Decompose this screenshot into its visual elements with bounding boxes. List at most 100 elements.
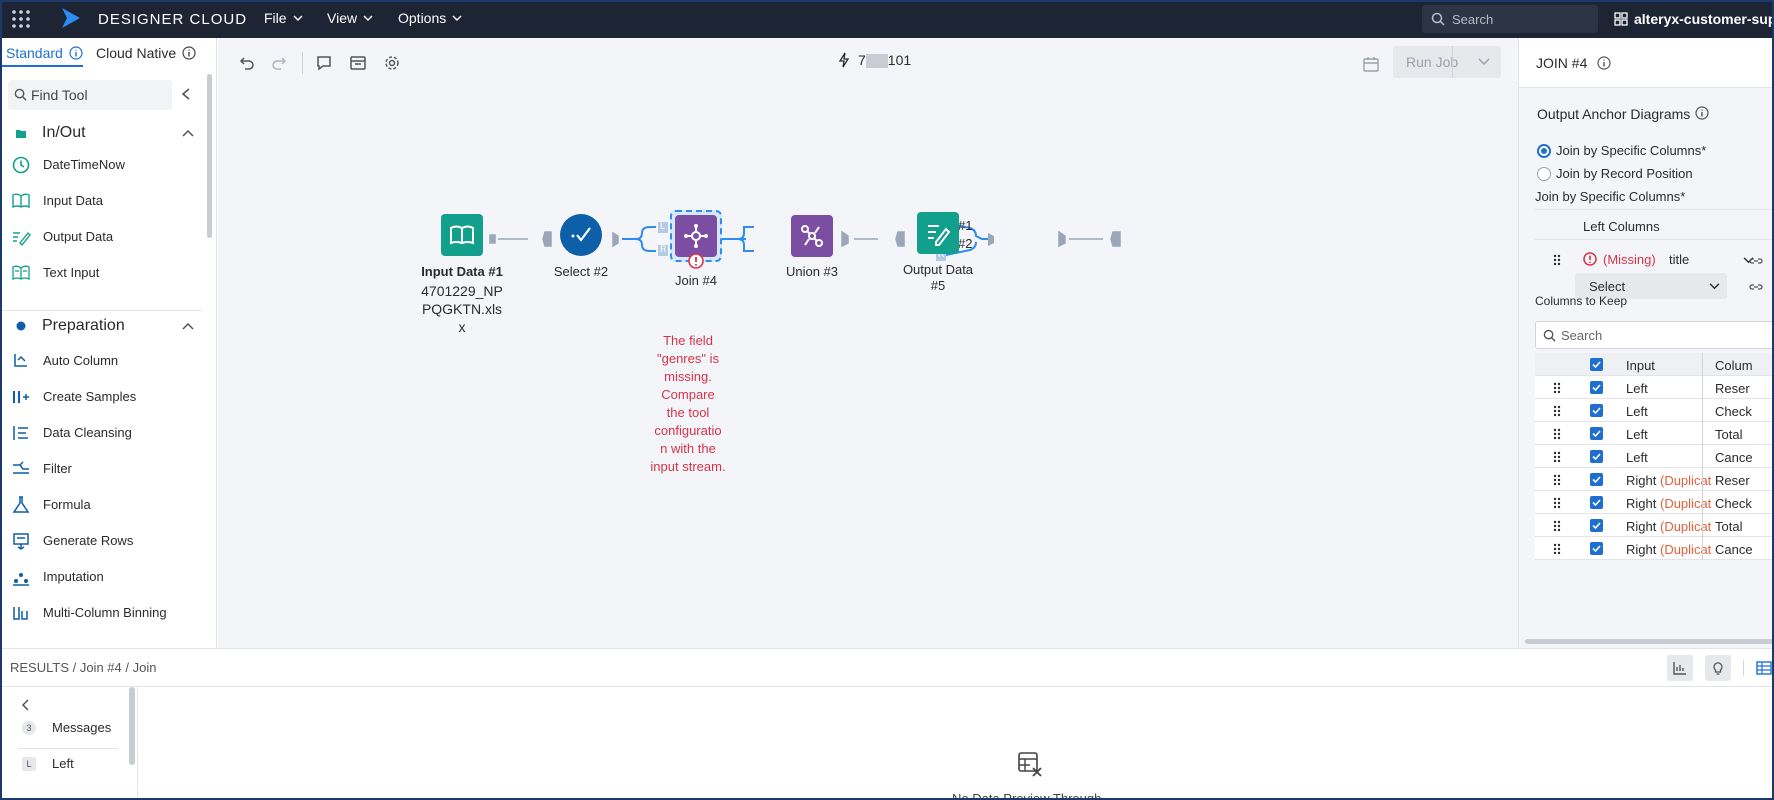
tool-filter[interactable]: Filter	[2, 452, 202, 484]
row-checkbox[interactable]	[1590, 427, 1603, 440]
bar-chart-icon	[1673, 662, 1686, 675]
menu-options[interactable]: Options	[398, 10, 462, 26]
node-select[interactable]	[560, 214, 602, 256]
section-preparation[interactable]: Preparation	[2, 311, 202, 341]
column-divider	[1702, 399, 1703, 422]
tool-generate-rows[interactable]: Generate Rows	[2, 524, 202, 556]
drag-handle-icon[interactable]	[1553, 497, 1561, 509]
radio-join-record-position-label[interactable]: Join by Record Position	[1556, 166, 1693, 181]
node-join[interactable]	[675, 215, 717, 257]
node-output-data[interactable]	[917, 212, 959, 254]
missing-field-select[interactable]: (Missing) title	[1575, 248, 1765, 270]
find-tool-input[interactable]: Find Tool	[8, 80, 172, 110]
row-checkbox[interactable]	[1590, 496, 1603, 509]
drag-handle-icon[interactable]	[1553, 428, 1561, 440]
drag-handle-icon[interactable]	[1553, 405, 1561, 417]
results-sidebar-scrollbar[interactable]	[129, 687, 135, 765]
tab-standard[interactable]: Standard	[2, 45, 83, 67]
drag-handle-icon[interactable]	[1553, 451, 1561, 463]
tool-output-data[interactable]: Output Data	[2, 220, 202, 252]
radio-join-record-position[interactable]	[1537, 167, 1551, 181]
drag-handle-icon[interactable]	[1553, 543, 1561, 555]
info-icon[interactable]	[69, 46, 83, 60]
container-icon[interactable]	[349, 54, 367, 72]
divider	[1743, 660, 1744, 676]
table-row[interactable]: Left Cance	[1535, 445, 1772, 468]
info-icon[interactable]	[1597, 56, 1611, 70]
insights-button[interactable]	[1705, 655, 1731, 681]
info-icon[interactable]	[182, 46, 196, 60]
gear-icon[interactable]	[383, 54, 401, 72]
divider	[1535, 209, 1772, 210]
app-grid-icon[interactable]	[10, 8, 32, 30]
config-horizontal-scrollbar[interactable]	[1525, 639, 1772, 644]
info-icon[interactable]	[1695, 106, 1709, 120]
link-icon[interactable]	[1749, 256, 1763, 266]
row-checkbox[interactable]	[1590, 404, 1603, 417]
anchor-output-right[interactable]	[936, 250, 946, 261]
tool-multi-column-binning[interactable]: Multi-Column Binning	[2, 596, 202, 628]
tool-data-cleansing[interactable]: Data Cleansing	[2, 416, 202, 448]
menu-file[interactable]: File	[264, 10, 303, 26]
tool-create-samples[interactable]: Create Samples	[2, 380, 202, 412]
radio-join-specific-columns[interactable]	[1537, 144, 1551, 158]
tool-text-input[interactable]: Text Input	[2, 256, 202, 288]
tool-auto-column[interactable]: Auto Column	[2, 344, 202, 376]
row-duplicate-tag: (Duplicat	[1659, 519, 1712, 534]
run-job-label: Run Job	[1406, 54, 1459, 70]
tool-datetimenow[interactable]: DateTimeNow	[2, 148, 202, 180]
drag-handle-icon[interactable]	[1553, 474, 1561, 486]
comment-icon[interactable]	[315, 54, 333, 72]
row-checkbox[interactable]	[1590, 473, 1603, 486]
calendar-icon[interactable]	[1362, 55, 1380, 73]
collapse-panel-icon[interactable]	[20, 699, 30, 711]
error-icon[interactable]	[688, 253, 704, 269]
row-checkbox[interactable]	[1590, 519, 1603, 532]
chevron-down-icon	[363, 15, 373, 22]
tool-imputation[interactable]: Imputation	[2, 560, 202, 592]
drag-handle-icon[interactable]	[1553, 254, 1561, 266]
redo-icon[interactable]	[271, 54, 289, 72]
link-icon[interactable]	[1749, 282, 1763, 292]
row-duplicate-tag: (Duplicat	[1659, 496, 1712, 511]
menu-view[interactable]: View	[327, 10, 373, 26]
palette-scrollbar[interactable]	[207, 74, 212, 238]
grid-view-icon[interactable]	[1756, 661, 1772, 675]
collapse-panel-icon[interactable]	[180, 87, 192, 101]
table-row[interactable]: Left Check	[1535, 399, 1772, 422]
output-anchor-diagrams-link[interactable]: Output Anchor Diagrams	[1537, 106, 1691, 122]
org-switcher[interactable]: alteryx-customer-suppo	[1614, 11, 1772, 27]
undo-icon[interactable]	[237, 54, 255, 72]
section-in-out[interactable]: In/Out	[2, 118, 202, 148]
anchor-left[interactable]	[658, 222, 668, 233]
node-input-data[interactable]	[441, 214, 483, 256]
select-all-checkbox[interactable]	[1590, 358, 1603, 371]
node-union[interactable]	[791, 215, 833, 257]
table-row[interactable]: Left Total	[1535, 422, 1772, 445]
drag-handle-icon[interactable]	[1553, 382, 1561, 394]
results-item-left[interactable]: L Left	[2, 751, 122, 781]
row-checkbox[interactable]	[1590, 542, 1603, 555]
anchor-right[interactable]	[658, 245, 668, 256]
left-column-select[interactable]: Select	[1575, 273, 1727, 299]
tab-cloud-native[interactable]: Cloud Native	[96, 45, 196, 61]
radio-join-specific-columns-label[interactable]: Join by Specific Columns*	[1556, 143, 1707, 158]
global-search-input[interactable]: Search	[1422, 5, 1598, 33]
tool-input-data[interactable]: Input Data	[2, 184, 202, 216]
chevron-down-icon[interactable]	[1478, 58, 1490, 66]
row-checkbox[interactable]	[1590, 381, 1603, 394]
chart-view-button[interactable]	[1667, 655, 1693, 681]
drag-handle-icon[interactable]	[1553, 520, 1561, 532]
columns-search-input[interactable]: Search	[1535, 321, 1772, 349]
table-row[interactable]: Left Reser	[1535, 376, 1772, 399]
tool-formula[interactable]: Formula	[2, 488, 202, 520]
results-item-label: Left	[52, 756, 74, 771]
row-checkbox[interactable]	[1590, 450, 1603, 463]
results-item-messages[interactable]: 3 Messages	[2, 715, 122, 745]
